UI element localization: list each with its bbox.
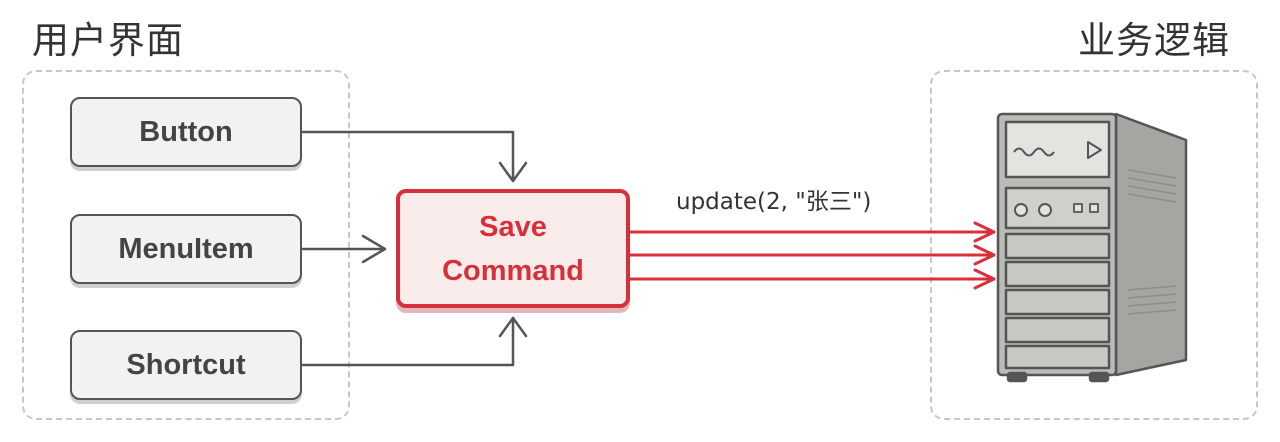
shortcut-connector bbox=[303, 318, 513, 365]
button-element: Button bbox=[70, 97, 302, 167]
save-command-box: Save Command bbox=[396, 189, 630, 308]
call-label: update(2, "张三") bbox=[676, 182, 871, 216]
server-icon bbox=[998, 114, 1186, 381]
command-line-1: Save bbox=[479, 205, 547, 249]
shortcut-element-label: Shortcut bbox=[126, 349, 245, 382]
command-line-2: Command bbox=[442, 249, 584, 293]
menuitem-element-label: MenuItem bbox=[118, 233, 253, 266]
shortcut-element: Shortcut bbox=[70, 330, 302, 400]
button-element-label: Button bbox=[139, 116, 232, 149]
menuitem-element: MenuItem bbox=[70, 214, 302, 284]
button-connector bbox=[303, 132, 513, 180]
